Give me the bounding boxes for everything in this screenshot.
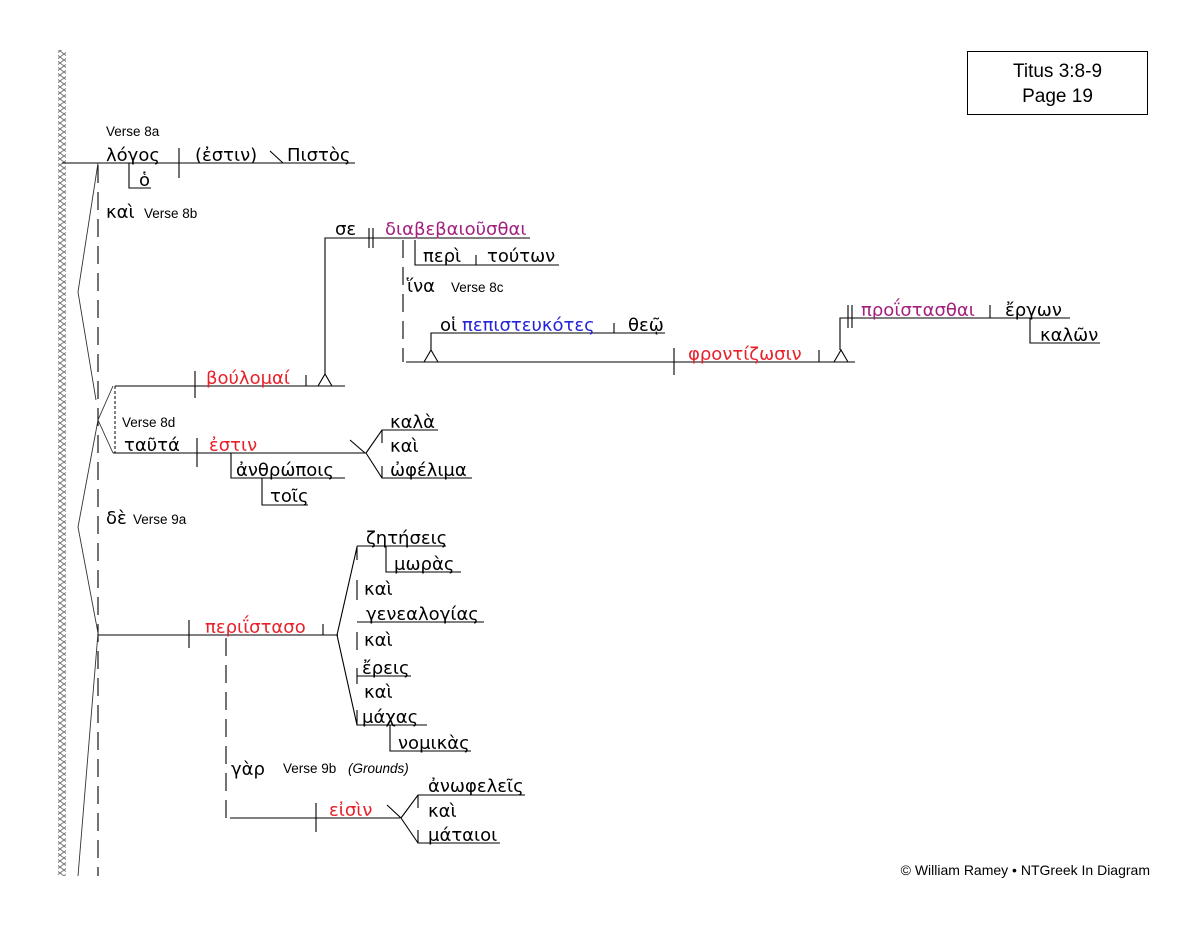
passage-reference: Titus 3:8-9 [1012, 61, 1103, 82]
title-box: Titus 3:8-9 Page 19 [967, 51, 1148, 115]
word-kai: καὶ [364, 579, 393, 600]
word-peri: περὶ [423, 246, 461, 267]
verse-9a-label: Verse 9a [133, 512, 187, 527]
verse-8b-label: Verse 8b [144, 206, 197, 221]
word-boulomai: βούλομαί [206, 368, 290, 389]
page-number: Page 19 [1022, 86, 1093, 107]
word-hoi: οἱ [440, 315, 457, 336]
word-estin: ἐστιν [209, 435, 257, 456]
word-hina: ἵνα [406, 276, 435, 297]
verse-9b-label: Verse 9b [283, 761, 336, 776]
word-kai: καὶ [106, 202, 135, 223]
verse-8a-label: Verse 8a [106, 124, 160, 139]
word-tauta: ταῦτά [124, 435, 180, 456]
word-phrontizosin: φροντίζωσιν [688, 344, 802, 365]
word-estin-implied: (ἐστιν) [195, 145, 257, 166]
word-ho: ὁ [139, 170, 150, 191]
word-ereis: ἔρεις [362, 658, 410, 679]
word-anthropois: ἀνθρώποις [236, 460, 334, 481]
word-pepisteukotes: πεπιστευκότες [462, 315, 595, 336]
word-kai: καὶ [364, 630, 393, 651]
verse-8d-label: Verse 8d [122, 415, 175, 430]
diagram-lines [62, 148, 1100, 877]
word-theo: θεῷ [628, 315, 664, 336]
word-ophelima: ὠφέλιμα [390, 460, 467, 481]
word-tois: τοῖς [270, 486, 309, 507]
word-de: δὲ [106, 508, 127, 529]
word-mataioi: μάταιοι [428, 825, 497, 846]
word-moras: μωρὰς [394, 554, 454, 575]
word-kai: καὶ [390, 436, 419, 457]
grounds-label: (Grounds) [348, 761, 409, 776]
word-nomikas: νομικὰς [398, 733, 470, 754]
word-se: σε [335, 219, 356, 240]
word-proistasthai: προΐστασθαι [861, 298, 975, 321]
word-pistos: Πιστὸς [287, 145, 350, 166]
word-zeteseis: ζητήσεις [366, 528, 447, 549]
copyright: © William Ramey • NTGreek In Diagram [900, 862, 1150, 878]
word-touton: τούτων [487, 246, 555, 267]
word-kalon: καλῶν [1040, 325, 1098, 346]
word-machas: μάχας [362, 707, 418, 728]
word-anopheleis: ἀνωφελεῖς [428, 776, 524, 797]
verse-8c-label: Verse 8c [451, 280, 504, 295]
word-gar: γὰρ [231, 759, 265, 780]
word-diabebaiousthai: διαβεβαιοῦσθαι [385, 219, 526, 240]
word-genealogias: γενεαλογίας [366, 604, 479, 625]
word-eisin: εἰσὶν [329, 800, 372, 821]
word-periistaso: περιΐστασο [205, 615, 306, 638]
word-kala: καλὰ [390, 412, 435, 433]
word-kai: καὶ [428, 801, 457, 822]
word-logos: λόγος [106, 145, 160, 166]
word-kai: καὶ [364, 682, 393, 703]
word-ergon: ἔργων [1005, 300, 1062, 321]
left-border-strip [58, 50, 66, 876]
